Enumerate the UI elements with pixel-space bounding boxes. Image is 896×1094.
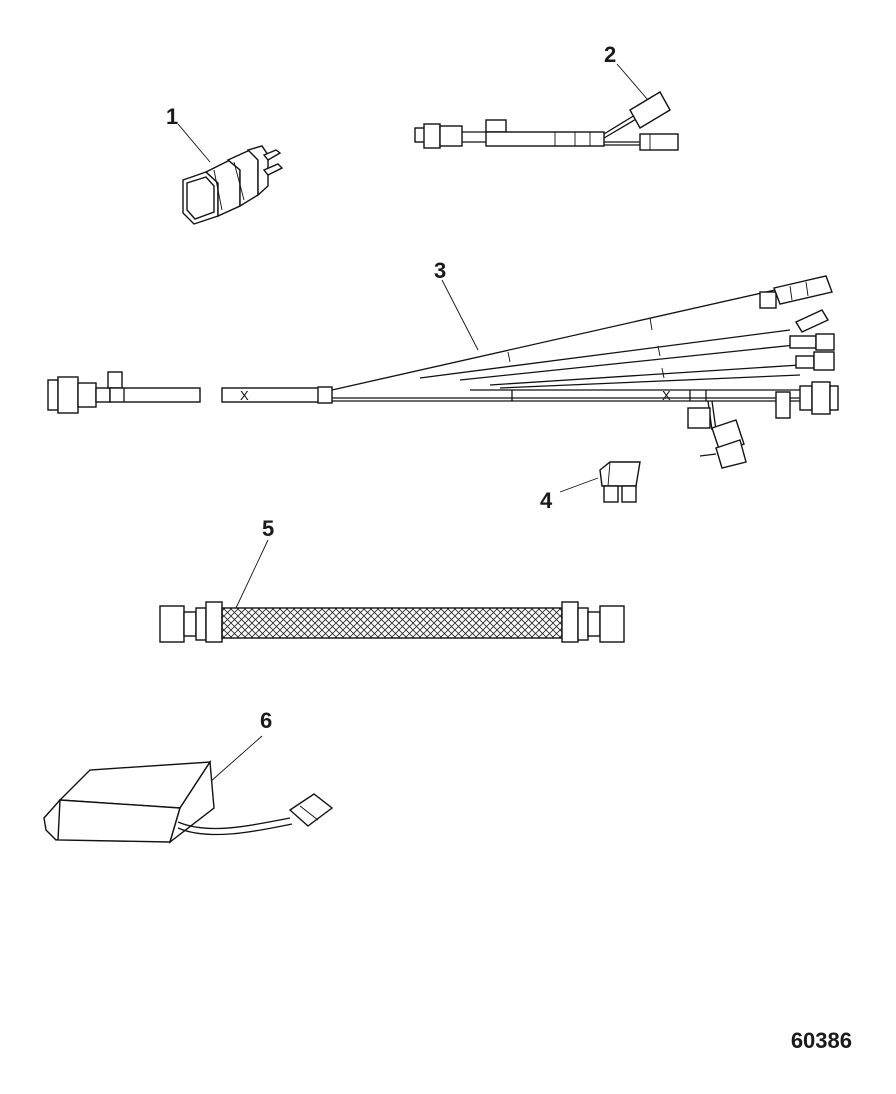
part-2-harness xyxy=(414,63,679,151)
callout-3: 3 xyxy=(434,258,446,283)
part-6-module xyxy=(43,735,334,844)
part-3-main-harness xyxy=(47,275,839,469)
harness-mark-left: X xyxy=(240,388,249,403)
callout-2: 2 xyxy=(604,42,616,67)
callout-6: 6 xyxy=(260,708,272,733)
part-1-switch xyxy=(177,123,284,225)
callout-4: 4 xyxy=(540,488,553,513)
part-4-fuse xyxy=(559,461,641,503)
harness-mark-right: X xyxy=(662,388,671,403)
figure-number: 60386 xyxy=(790,1028,852,1053)
callout-5: 5 xyxy=(262,516,274,541)
callout-1: 1 xyxy=(166,104,178,129)
part-5-hose xyxy=(159,539,625,643)
